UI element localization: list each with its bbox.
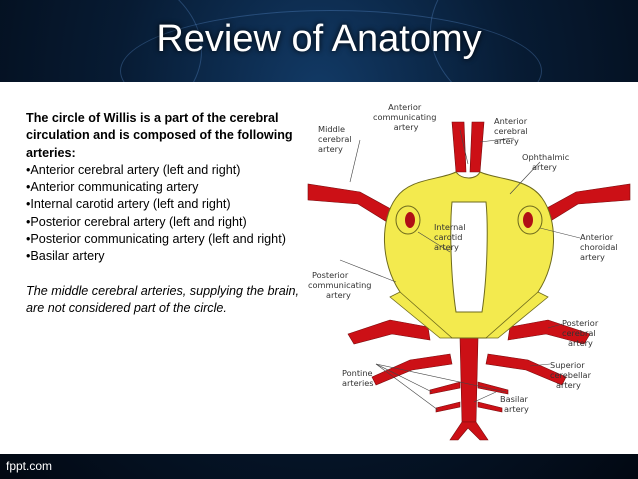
posterior-cerebral-right: [507, 319, 591, 345]
superior-cerebellar-left: [371, 353, 453, 386]
content-panel: The circle of Willis is a part of the ce…: [0, 82, 638, 454]
internal-carotid-lumen-right: [523, 212, 533, 228]
label-middle-cerebral: Middle cerebral artery: [318, 124, 354, 154]
leader-lines: [339, 129, 581, 411]
bullet-item: •Posterior cerebral artery (left and rig…: [26, 214, 247, 229]
anterior-cerebral-left: [451, 121, 467, 173]
basilar-artery: [459, 337, 479, 423]
anterior-cerebral-right: [469, 121, 485, 173]
label-superior-cerebellar: Superior cerebellar artery: [550, 360, 594, 390]
posterior-communicating-shapes: [389, 291, 549, 339]
pontine-branches: [429, 381, 509, 413]
slide-title: Review of Anatomy: [156, 18, 482, 60]
circle-of-willis-diagram: Middle cerebral artery Anterior communic…: [307, 102, 631, 441]
bullet-item: •Anterior cerebral artery (left and righ…: [26, 162, 241, 177]
text-block: The circle of Willis is a part of the ce…: [26, 110, 302, 317]
bullet-item: •Internal carotid artery (left and right…: [26, 197, 231, 212]
intro-text: The circle of Willis is a part of the ce…: [26, 111, 293, 160]
note-text: The middle cerebral arteries, supplying …: [26, 283, 300, 315]
label-anterior-choroidal: Anterior choroidal artery: [580, 232, 620, 262]
label-anterior-cerebral: Anterior cerebral artery: [494, 116, 530, 146]
label-pontine: Pontine arteries: [342, 368, 375, 388]
artery-shapes: [307, 121, 631, 441]
internal-carotid-lumen-left: [405, 212, 415, 228]
vertebral-arteries: [449, 421, 489, 441]
posterior-cerebral-left: [347, 319, 431, 345]
footer-credit: fppt.com: [6, 459, 53, 473]
bullet-item: •Anterior communicating artery: [26, 180, 199, 195]
bullet-item: •Basilar artery: [26, 249, 105, 264]
label-basilar: Basilar artery: [500, 394, 530, 414]
bullet-item: •Posterior communicating artery (left an…: [26, 232, 286, 247]
label-posterior-communicating: Posterior communicating artery: [308, 270, 374, 300]
label-ophthalmic: Ophthalmic artery: [522, 152, 572, 172]
label-posterior-cerebral: Posterior cerebral artery: [562, 318, 601, 348]
label-internal-carotid: Internal carotid artery: [434, 222, 468, 252]
superior-cerebellar-right: [485, 353, 567, 386]
label-anterior-communicating: Anterior communicating artery: [373, 102, 439, 132]
